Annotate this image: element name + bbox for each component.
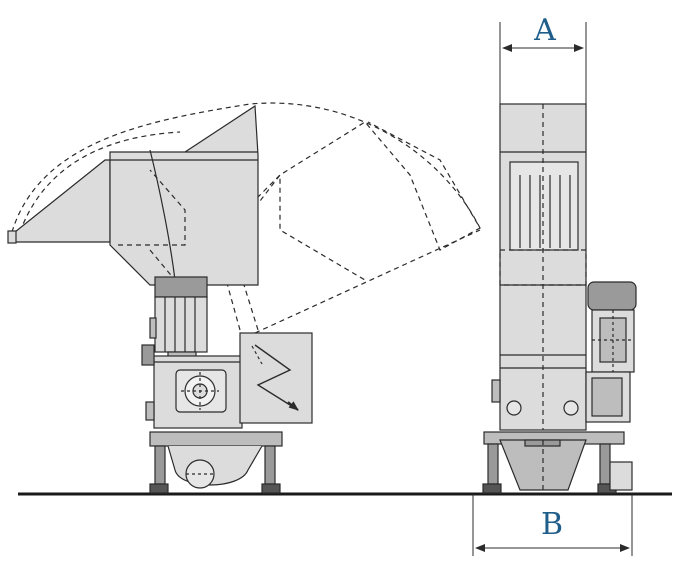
motor-front: [587, 281, 637, 311]
dimension-b-label: B: [541, 507, 563, 542]
hopper-swing-arc-inner: [19, 131, 181, 233]
open-hopper-outline-2: [229, 173, 366, 331]
feed-chute: [9, 159, 111, 243]
dimension-a-label: A: [533, 13, 556, 48]
side-view: [7, 102, 481, 494]
base-frame-side: [149, 431, 283, 447]
funnel-front: [499, 439, 587, 491]
hopper-swing-arc: [11, 102, 481, 233]
hopper-body: [109, 104, 259, 286]
front-view: [482, 103, 637, 494]
dimension-a: [499, 22, 587, 104]
discharge-box: [239, 332, 313, 424]
open-hopper-outline: [214, 121, 481, 331]
flow-arrow: [287, 401, 299, 411]
dimension-b: [472, 494, 633, 556]
motor-side: [154, 276, 208, 298]
